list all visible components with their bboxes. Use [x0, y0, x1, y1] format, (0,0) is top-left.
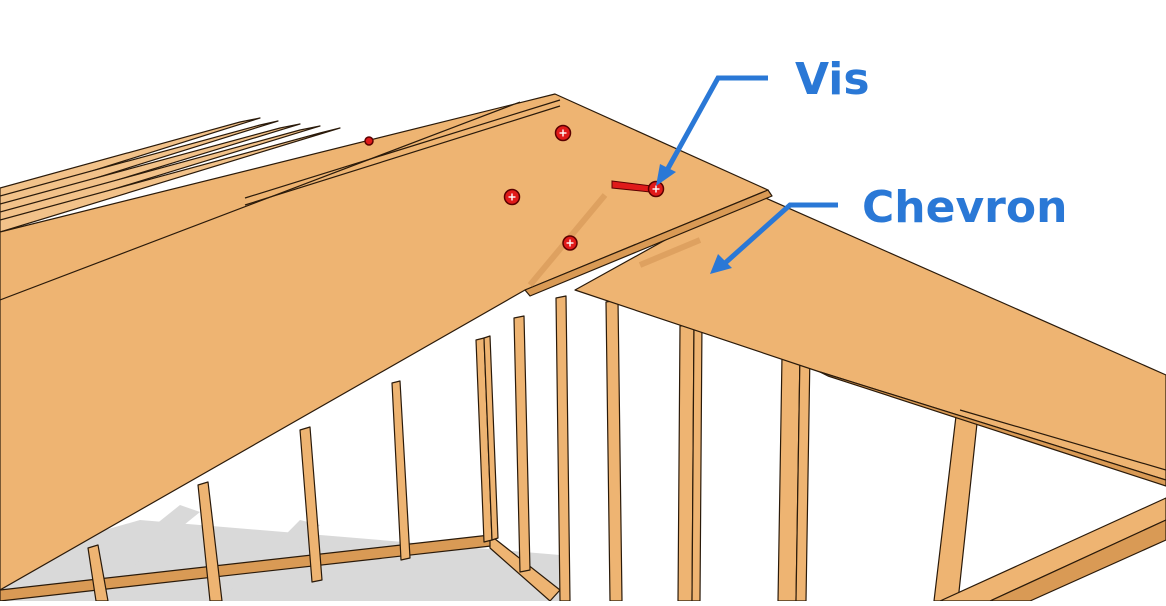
- screw-top: [554, 124, 572, 142]
- screw-small-back: [364, 136, 374, 146]
- screws: [364, 124, 665, 251]
- screw-callout-arrow: [656, 75, 768, 186]
- left-wall-studs: [87, 335, 499, 602]
- sheathing-layers: [0, 117, 341, 233]
- rafter-label: Chevron: [862, 182, 1068, 233]
- right-wall-plate: [939, 497, 1166, 602]
- screw-left: [503, 188, 521, 206]
- screw-exposed: [611, 180, 665, 198]
- gable-studs: [513, 295, 979, 602]
- screw-bottom: [562, 235, 578, 251]
- rafter-callout-arrow: [710, 202, 838, 274]
- left-roof-panel: [0, 93, 773, 591]
- screw-label: Vis: [795, 54, 870, 105]
